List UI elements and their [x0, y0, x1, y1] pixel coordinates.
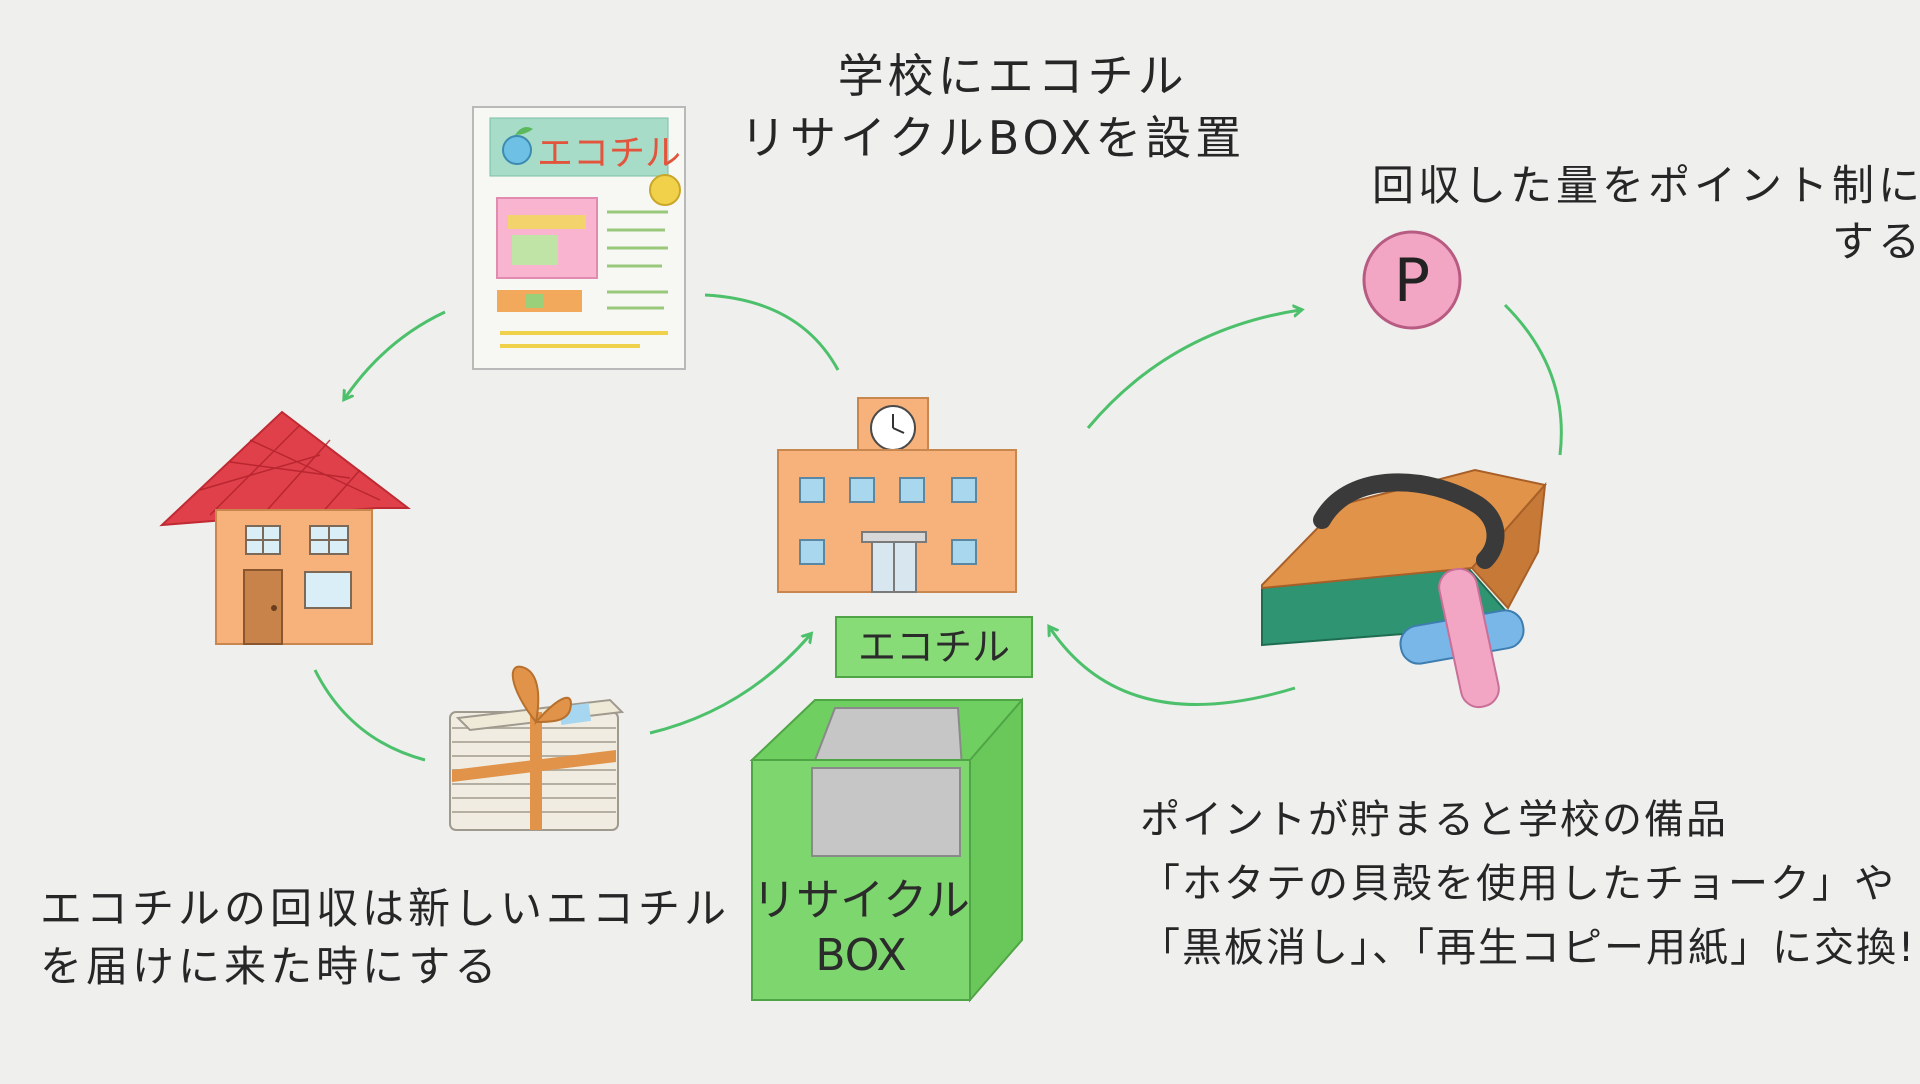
box-front-line1: リサイクル	[752, 875, 970, 926]
caption-left-bottom-line2: を届けに来た時にする	[40, 942, 501, 991]
school-illustration	[777, 397, 1017, 593]
pink-chalk	[1438, 567, 1500, 709]
arrow-flyer-to-house	[345, 310, 446, 398]
house-illustration	[159, 410, 411, 645]
house-door	[243, 569, 283, 645]
caption-left-bottom: エコチルの回収は新しいエコチル を届けに来た時にする	[40, 880, 730, 996]
caption-right-top-line1: 回収した量をポイント制に	[1372, 161, 1920, 210]
flyer-illustration: エコチル	[472, 106, 686, 370]
arrow-bundle-to-box	[649, 635, 810, 735]
arrow-point-to-eraser	[1503, 303, 1563, 456]
arrow-house-to-bundle	[313, 669, 426, 762]
recycle-box-illustration: エコチル リサイクル BOX	[749, 616, 1033, 1003]
point-badge-illustration: P	[1362, 230, 1462, 330]
arrow-eraser-to-box	[1050, 628, 1296, 706]
caption-top-line2: リサイクルBOXを設置	[740, 111, 1246, 165]
caption-right-bottom: ポイントが貯まると学校の備品 「ホタテの貝殻を使用したチョーク」や 「黒板消し」…	[1140, 788, 1916, 980]
newspaper-bundle-illustration	[449, 665, 625, 831]
ribbon-bow	[511, 665, 572, 726]
flyer-title: エコチル	[537, 133, 681, 174]
arrow-school-to-point	[1086, 310, 1300, 429]
arrow-school-to-flyer	[704, 293, 840, 371]
box-front-line2: BOX	[815, 930, 906, 981]
caption-right-bottom-line2: 「ホタテの貝殻を使用したチョーク」や	[1140, 861, 1896, 907]
caption-right-bottom-line1: ポイントが貯まると学校の備品	[1140, 797, 1728, 843]
box-header-label: エコチル	[858, 625, 1010, 669]
caption-top: 学校にエコチル リサイクルBOXを設置	[740, 45, 1245, 169]
coin-icon	[649, 174, 681, 206]
leaf-icon	[515, 127, 533, 135]
eraser-chalk-illustration	[1261, 468, 1547, 709]
eraser-strap	[1313, 473, 1505, 569]
caption-right-top: 回収した量をポイント制に する	[1372, 158, 1920, 270]
globe-icon	[502, 135, 532, 165]
point-letter: P	[1394, 246, 1430, 316]
caption-right-bottom-line3: 「黒板消し」、「再生コピー用紙」に交換!	[1140, 925, 1917, 971]
caption-right-top-line2: する	[1832, 217, 1920, 266]
house-roof	[159, 410, 411, 527]
caption-left-bottom-line1: エコチルの回収は新しいエコチル	[40, 884, 731, 933]
caption-top-line1: 学校にエコチル	[837, 49, 1188, 103]
